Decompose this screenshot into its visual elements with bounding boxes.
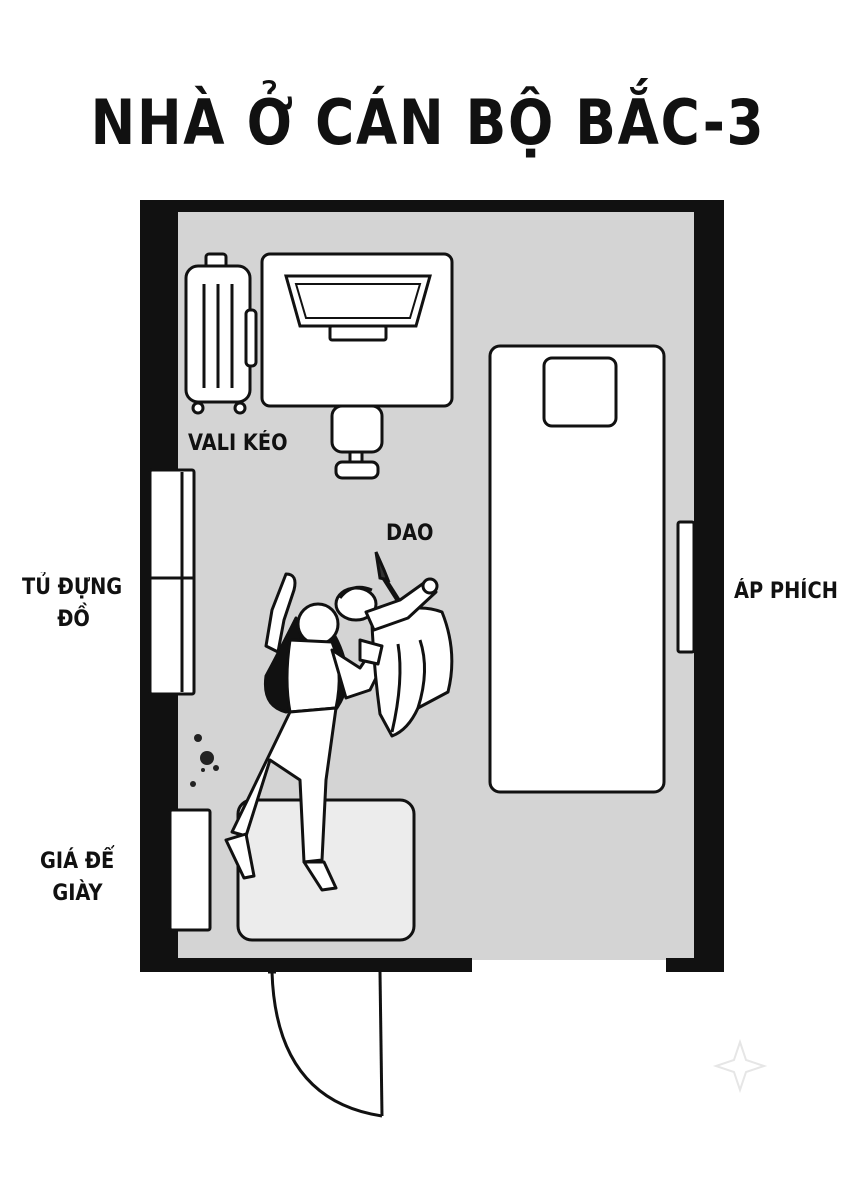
label-shoe-rack: GIÁ ĐỂ GIÀY bbox=[40, 846, 114, 910]
label-poster: ÁP PHÍCH bbox=[734, 579, 838, 604]
chair-icon bbox=[330, 404, 384, 480]
shoe-rack bbox=[168, 808, 212, 932]
label-shoe-rack-line1: GIÁ ĐỂ bbox=[40, 849, 115, 874]
door bbox=[268, 970, 384, 1118]
pillow bbox=[542, 356, 618, 428]
sparkle-icon bbox=[712, 1038, 768, 1094]
locker bbox=[148, 468, 196, 696]
blood-stains bbox=[190, 734, 219, 787]
label-suitcase: VALI KÉO bbox=[188, 431, 288, 456]
poster bbox=[676, 520, 696, 654]
suitcase-icon bbox=[184, 252, 258, 415]
knife-icon bbox=[374, 551, 401, 602]
label-locker-line1: TỦ ĐỰNG bbox=[22, 575, 123, 600]
label-shoe-rack-line2: GIÀY bbox=[52, 881, 103, 906]
person-lying-figure bbox=[224, 572, 386, 892]
person-crouching-figure bbox=[334, 577, 454, 738]
label-knife: DAO bbox=[386, 521, 434, 546]
floor-plan-title: NHÀ Ở CÁN BỘ BẮC-3 bbox=[90, 86, 766, 159]
label-locker-line2: ĐỒ bbox=[57, 607, 90, 632]
label-locker: TỦ ĐỰNG ĐỒ bbox=[22, 572, 122, 636]
monitor-icon bbox=[284, 274, 432, 342]
bed bbox=[488, 344, 666, 794]
